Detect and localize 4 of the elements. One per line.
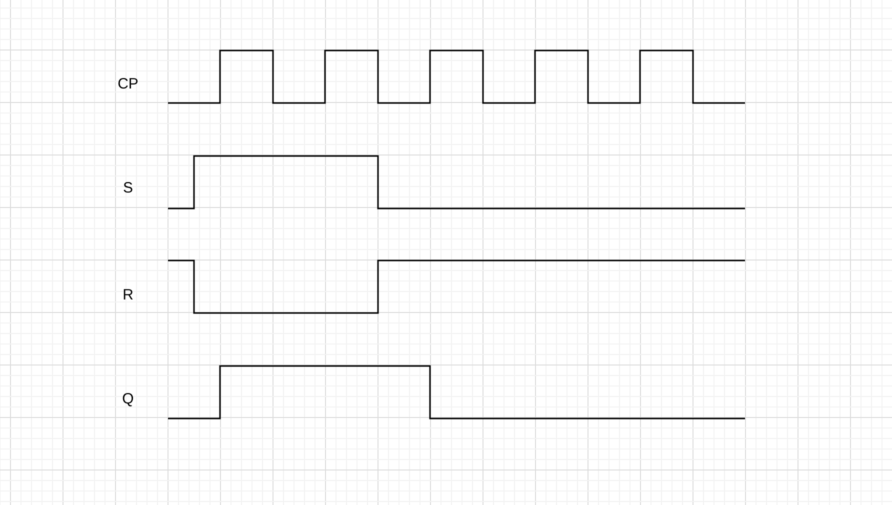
signal-label: CP <box>118 76 138 92</box>
signal-label: R <box>122 286 134 304</box>
signal-label: S <box>123 180 133 196</box>
signal-label: Q <box>122 390 134 408</box>
